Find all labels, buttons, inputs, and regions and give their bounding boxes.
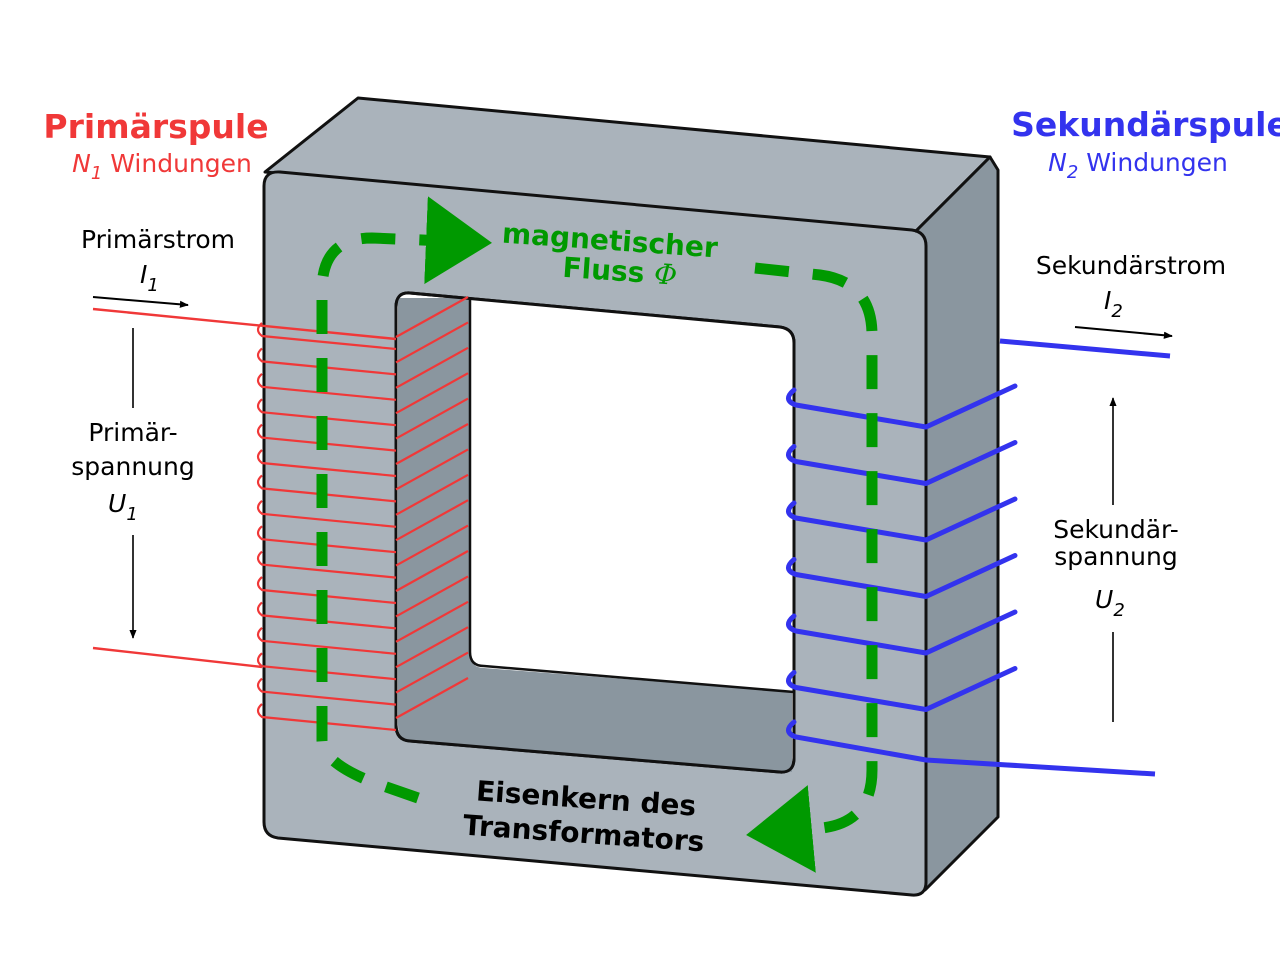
secondary-turns-symbol: N (1048, 148, 1067, 177)
primary-winding-back (395, 626, 469, 669)
secondary-voltage-index: 2 (1113, 600, 1124, 621)
primary-winding-front (256, 372, 397, 401)
primary-voltage-symbol: U (108, 489, 126, 518)
secondary-winding (786, 383, 1018, 430)
secondary-lead-in (925, 757, 1156, 777)
secondary-voltage-line2: spannung (1054, 542, 1177, 571)
secondary-turns-text: Windungen (1086, 148, 1228, 177)
primary-turns-symbol: N (72, 149, 91, 178)
primary-winding-back (395, 575, 469, 618)
flux-symbol: Φ (653, 257, 678, 292)
primary-winding-front (256, 347, 397, 376)
secondary-voltage-line1: Sekundär- (1053, 515, 1179, 544)
secondary-winding-last (786, 719, 929, 763)
primary-turns-text: Windungen (110, 149, 252, 178)
secondary-winding (786, 609, 1018, 656)
secondary-current-symbol: I (1104, 286, 1111, 315)
secondary-voltage-symbol: U (1095, 585, 1113, 614)
primary-current-index: 1 (147, 275, 158, 296)
secondary-winding (786, 666, 1018, 712)
primary-lead-out (92, 646, 263, 669)
secondary-winding (786, 440, 1018, 486)
primary-winding-front (256, 550, 397, 579)
primary-winding-back (395, 473, 469, 516)
flux-label-line2: Fluss Φ (561, 251, 678, 292)
core-window-opening (470, 298, 794, 692)
primary-winding-back (395, 448, 469, 491)
primary-winding-front (256, 449, 397, 478)
primary-winding-back (395, 499, 469, 542)
secondary-coil-title: Sekundärspule (1011, 105, 1280, 144)
primary-winding-back (395, 600, 469, 643)
primary-winding-front (256, 677, 397, 706)
primary-winding-front (256, 499, 397, 528)
primary-turns-index: 1 (91, 163, 102, 184)
primary-winding-back (395, 677, 469, 719)
secondary-winding (786, 496, 1018, 543)
secondary-coil (786, 338, 1171, 777)
primary-winding-back (395, 296, 469, 338)
primary-winding-back (395, 321, 469, 364)
primary-voltage-line2: spannung (71, 452, 194, 481)
primary-current-arrow (92, 296, 189, 308)
primary-current-symbol-label: I1 (140, 260, 159, 296)
secondary-voltage-symbol-label: U2 (1095, 585, 1125, 621)
primary-winding-front (256, 576, 397, 605)
secondary-current-arrow (1074, 326, 1173, 339)
primary-winding-back (395, 524, 469, 567)
primary-winding-front (256, 474, 397, 503)
primary-voltage-line1: Primär- (88, 418, 177, 447)
secondary-turns-index: 2 (1067, 162, 1078, 183)
secondary-current-label: Sekundärstrom (1036, 251, 1226, 280)
primary-turns-label: N1 Windungen (72, 149, 252, 184)
primary-winding-front (256, 626, 397, 655)
primary-winding-front (256, 703, 397, 732)
primary-winding-front (256, 423, 397, 452)
primary-current-label: Primärstrom (81, 225, 235, 254)
core-window-inner-edge (468, 298, 795, 694)
secondary-current-index: 2 (1111, 301, 1122, 322)
primary-voltage-symbol-label: U1 (108, 489, 138, 525)
flux-label-word: Fluss (561, 251, 645, 290)
primary-coil (92, 296, 469, 732)
primary-winding-front (256, 652, 397, 681)
primary-coil-title: Primärspule (43, 107, 268, 146)
secondary-current-symbol-label: I2 (1104, 286, 1123, 322)
iron-core (262, 96, 1000, 897)
primary-winding-back (395, 372, 469, 415)
primary-winding-front (256, 525, 397, 554)
core-window-bottom-wall (398, 668, 792, 772)
secondary-winding (786, 553, 1018, 599)
secondary-lead-out (999, 338, 1171, 359)
primary-winding-back (395, 651, 469, 694)
primary-winding-back (395, 423, 469, 465)
core-edge-highlight (914, 156, 991, 233)
primary-winding-back (395, 346, 469, 389)
primary-winding-back (395, 397, 469, 440)
primary-voltage-index: 1 (126, 504, 137, 525)
secondary-turns-label: N2 Windungen (1048, 148, 1228, 183)
core-window-outline (394, 291, 796, 774)
flux-path-bottom (316, 739, 420, 804)
primary-winding-front (256, 601, 397, 630)
primary-winding-back (395, 550, 469, 592)
flux-path (316, 196, 492, 740)
primary-winding-front (256, 398, 397, 427)
primary-winding-front (256, 322, 397, 351)
primary-lead-in (92, 307, 397, 341)
primary-current-symbol: I (140, 260, 147, 289)
flux-path-right (746, 262, 878, 873)
core-window-left-wall (398, 298, 484, 668)
